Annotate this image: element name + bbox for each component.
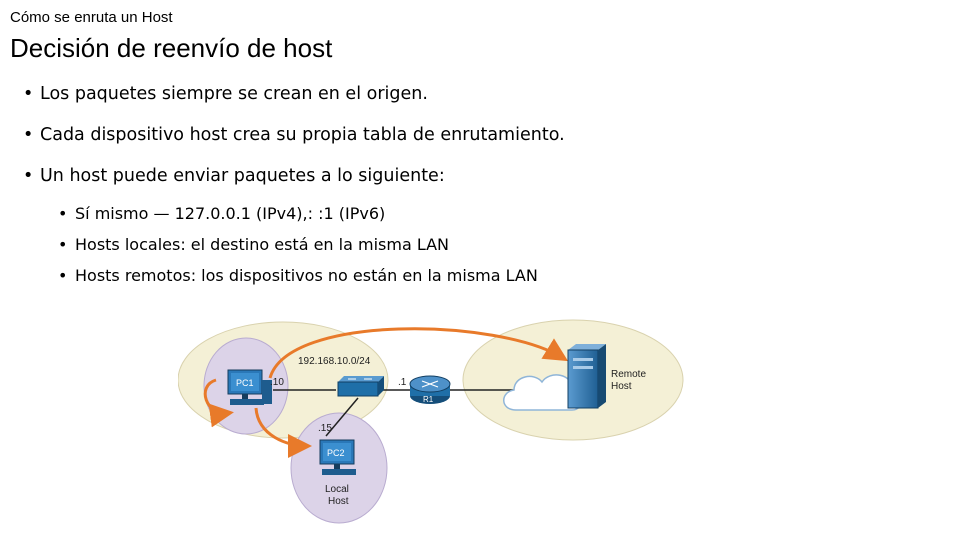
pc1-icon[interactable]: PC1 — [227, 369, 272, 405]
sub-bullet-text: Hosts remotos: los dispositivos no están… — [75, 266, 538, 285]
bullet-item: • Cada dispositivo host crea su propia t… — [23, 124, 565, 146]
router-icon: R1 — [409, 375, 451, 404]
sub-bullet-item: • Hosts locales: el destino está en la m… — [58, 235, 450, 255]
switch-icon — [337, 376, 384, 397]
router-ip: .1 — [398, 377, 407, 388]
pc1-label: PC1 — [236, 378, 254, 388]
sub-bullet-text: Hosts locales: el destino está en la mis… — [75, 235, 450, 254]
bullet-item: • Los paquetes siempre se crean en el or… — [23, 83, 428, 105]
pc2-icon[interactable]: PC2 — [319, 439, 356, 475]
slide-title: Decisión de reenvío de host — [10, 33, 333, 63]
sub-bullet-text: Sí mismo — 127.0.0.1 (IPv4),: :1 (IPv6) — [75, 204, 386, 223]
pc1-ip: .10 — [270, 377, 284, 388]
sub-bullet-item: • Sí mismo — 127.0.0.1 (IPv4),: :1 (IPv6… — [58, 204, 386, 224]
remote-host-label-line1: Remote — [611, 369, 646, 380]
bullet-marker: • — [58, 204, 68, 223]
arrow-to-local-host — [254, 407, 312, 458]
bullet-marker: • — [58, 266, 68, 285]
pc2-ip: .15 — [318, 423, 332, 434]
bullet-marker: • — [23, 166, 34, 186]
bullet-text: Un host puede enviar paquetes a lo sigui… — [40, 166, 445, 186]
remote-host-label-line2: Host — [611, 381, 632, 392]
sub-bullet-item: • Hosts remotos: los dispositivos no est… — [58, 266, 538, 286]
arrow-to-remote-host — [268, 327, 569, 379]
pc2-label: PC2 — [327, 448, 345, 458]
slide-subtitle: Cómo se enruta un Host — [10, 9, 173, 26]
router-label: R1 — [423, 395, 434, 404]
network-diagram: PC1 .10 R1 .1 192.168.10.0/24 Remote Hos… — [178, 319, 684, 524]
local-host-label-line1: Local — [325, 484, 349, 495]
bullet-item: • Un host puede enviar paquetes a lo sig… — [23, 165, 445, 187]
link-switch-pc2 — [325, 397, 359, 437]
bullet-marker: • — [23, 84, 34, 104]
bullet-text: Los paquetes siempre se crean en el orig… — [40, 84, 428, 104]
arrow-to-self — [203, 378, 234, 428]
remote-server-icon[interactable] — [567, 344, 606, 409]
local-host-label-line2: Host — [328, 496, 349, 507]
bullet-text: Cada dispositivo host crea su propia tab… — [40, 125, 565, 145]
network-label: 192.168.10.0/24 — [298, 356, 371, 367]
bullet-marker: • — [58, 235, 68, 254]
bullet-marker: • — [23, 125, 34, 145]
